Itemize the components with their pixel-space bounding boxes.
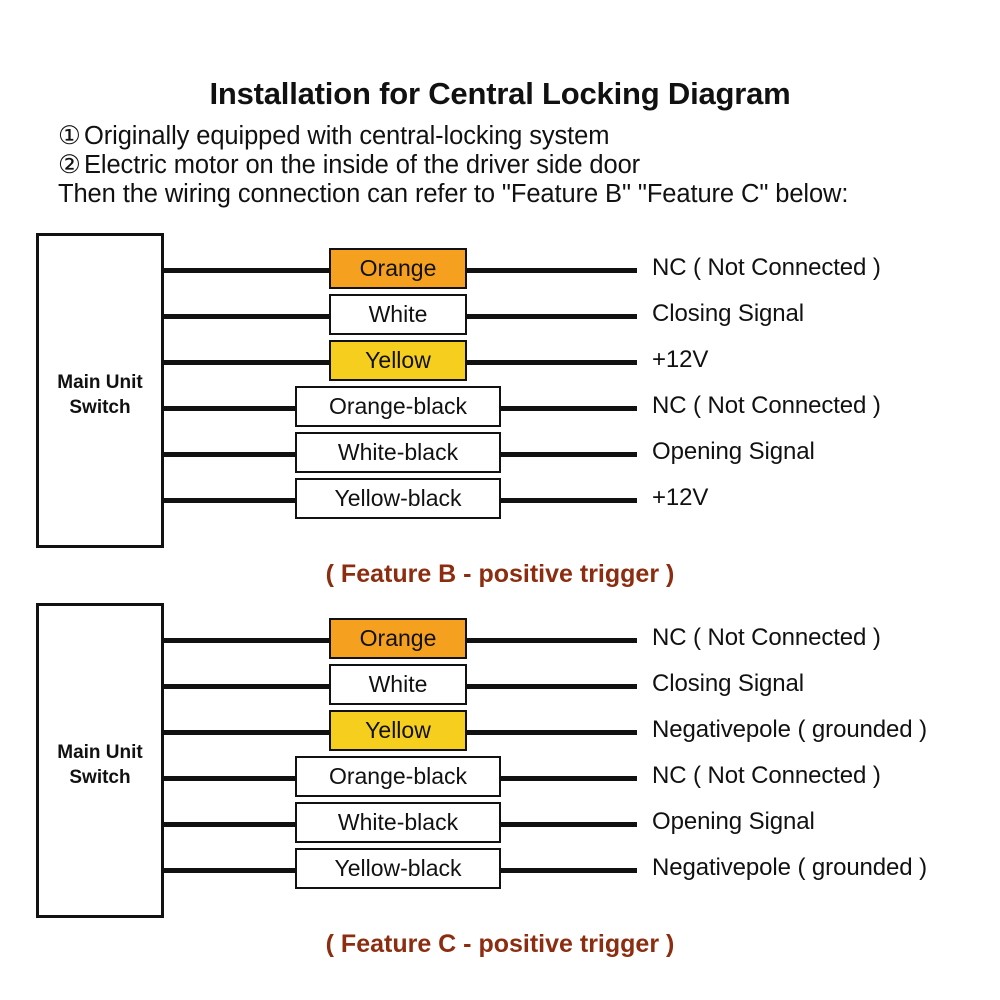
wire-row: Yellow Negativepole ( grounded ) <box>0 710 1000 756</box>
wire-label-box: Yellow <box>329 340 467 381</box>
main-unit-label-line2: Switch <box>69 397 131 418</box>
note-text-3: Then the wiring connection can refer to … <box>58 180 849 208</box>
wire-row: White-black Opening Signal <box>0 802 1000 848</box>
wire-segment-left <box>164 406 295 411</box>
wire-segment-left <box>164 684 329 689</box>
wire-description: +12V <box>652 346 709 373</box>
wire-row: White-black Opening Signal <box>0 432 1000 478</box>
wire-label-box: Orange <box>329 248 467 289</box>
wire-label-box: Orange-black <box>295 386 501 427</box>
wire-description: Negativepole ( grounded ) <box>652 716 928 743</box>
wire-description: Opening Signal <box>652 438 815 465</box>
note-marker-2: ② <box>58 151 81 179</box>
wire-segment-right <box>467 268 637 273</box>
main-unit-label-line1: Main Unit <box>57 372 143 393</box>
wire-description: NC ( Not Connected ) <box>652 392 881 419</box>
wire-row: Orange-black NC ( Not Connected ) <box>0 756 1000 802</box>
main-unit-label-line2: Switch <box>69 767 131 788</box>
wire-segment-left <box>164 868 295 873</box>
wire-segment-right <box>467 314 637 319</box>
wire-row: Yellow +12V <box>0 340 1000 386</box>
wire-row: White Closing Signal <box>0 294 1000 340</box>
diagram-caption: ( Feature B - positive trigger ) <box>325 560 675 588</box>
wire-segment-left <box>164 776 295 781</box>
wire-segment-left <box>164 452 295 457</box>
wire-segment-left <box>164 822 295 827</box>
wire-description: Closing Signal <box>652 300 805 327</box>
wire-description: NC ( Not Connected ) <box>652 762 881 789</box>
wire-row: Yellow-black Negativepole ( grounded ) <box>0 848 1000 894</box>
wire-segment-left <box>164 360 329 365</box>
wire-label-box: Orange-black <box>295 756 501 797</box>
wire-segment-right <box>501 406 637 411</box>
header-note-3: Then the wiring connection can refer to … <box>58 180 988 209</box>
note-text-1: Originally equipped with central-locking… <box>84 122 610 150</box>
diagram-caption: ( Feature C - positive trigger ) <box>325 930 675 958</box>
wire-label-box: White-black <box>295 802 501 843</box>
wire-row: Yellow-black +12V <box>0 478 1000 524</box>
note-text-2: Electric motor on the inside of the driv… <box>84 151 641 179</box>
wire-segment-left <box>164 498 295 503</box>
wire-segment-left <box>164 314 329 319</box>
main-unit-label-line1: Main Unit <box>57 742 143 763</box>
wire-segment-right <box>501 822 637 827</box>
wire-segment-right <box>467 684 637 689</box>
page-title: Installation for Central Locking Diagram <box>209 76 791 111</box>
wire-label-box: White-black <box>295 432 501 473</box>
note-marker-1: ① <box>58 122 81 150</box>
wire-row: White Closing Signal <box>0 664 1000 710</box>
wire-segment-left <box>164 638 329 643</box>
wire-description: +12V <box>652 484 709 511</box>
wire-segment-right <box>467 730 637 735</box>
wire-label-box: Yellow <box>329 710 467 751</box>
wire-description: Negativepole ( grounded ) <box>652 854 928 881</box>
wire-segment-right <box>501 776 637 781</box>
wire-segment-right <box>501 452 637 457</box>
wire-segment-left <box>164 268 329 273</box>
wire-segment-right <box>467 360 637 365</box>
wire-description: Opening Signal <box>652 808 815 835</box>
wire-label-box: Orange <box>329 618 467 659</box>
wire-segment-right <box>501 498 637 503</box>
wire-segment-right <box>467 638 637 643</box>
wire-description: NC ( Not Connected ) <box>652 254 881 281</box>
wire-segment-left <box>164 730 329 735</box>
wire-row: Orange-black NC ( Not Connected ) <box>0 386 1000 432</box>
wire-row: Orange NC ( Not Connected ) <box>0 618 1000 664</box>
wire-label-box: Yellow-black <box>295 848 501 889</box>
wire-segment-right <box>501 868 637 873</box>
wire-label-box: Yellow-black <box>295 478 501 519</box>
wire-description: Closing Signal <box>652 670 805 697</box>
wire-label-box: White <box>329 294 467 335</box>
wire-row: Orange NC ( Not Connected ) <box>0 248 1000 294</box>
wire-description: NC ( Not Connected ) <box>652 624 881 651</box>
wire-label-box: White <box>329 664 467 705</box>
